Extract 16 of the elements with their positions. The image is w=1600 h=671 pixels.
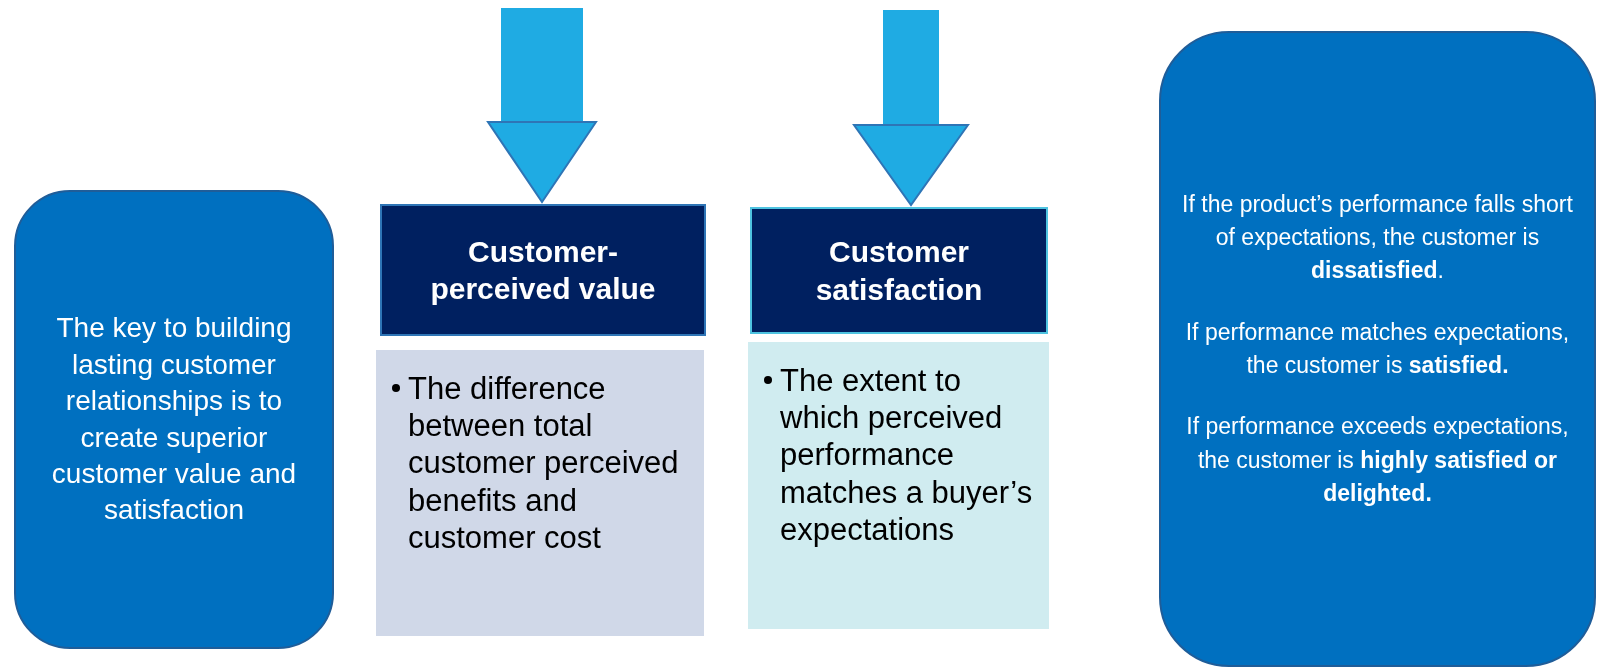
box-text: If performance exceeds expectations, the customer is highly satisfied or delighted.	[1185, 412, 1570, 509]
header-box	[750, 207, 1048, 334]
box-text: The key to building lasting customer relationships is to create superior customer value and satisfaction	[50, 311, 298, 528]
box-text: Customer satisfaction	[814, 234, 984, 308]
body-text: The difference between total customer perceived benefits and customer cost	[408, 370, 680, 556]
content-box	[376, 350, 704, 636]
block-arrow	[487, 8, 597, 203]
block-arrow	[853, 10, 969, 206]
content-box	[748, 342, 1049, 629]
box-text: Customer-perceived value	[429, 233, 657, 307]
rounded-box	[1159, 31, 1596, 667]
body-text: The extent to which perceived performance matches a buyer’s expectations	[780, 362, 1034, 548]
header-box	[380, 204, 706, 336]
box-text: If performance matches expectations, the customer is satisfied.	[1184, 317, 1571, 380]
rounded-box	[14, 190, 334, 649]
box-text: If the product’s performance falls short of expectations, the customer is dissatisfied.	[1181, 189, 1574, 286]
